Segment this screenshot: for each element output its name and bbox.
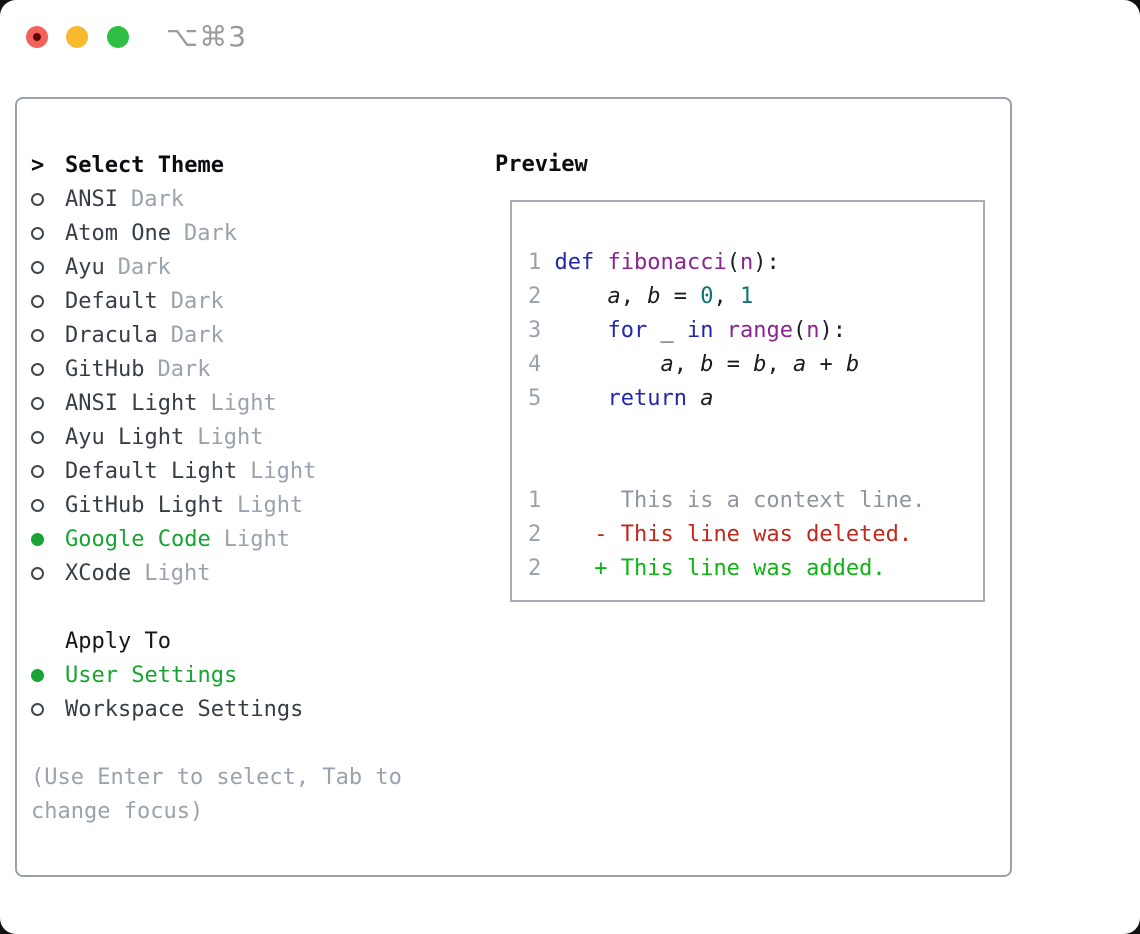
variant-label: Light [223, 526, 290, 552]
apply-to-header-row: Apply To [31, 624, 481, 658]
radio-icon [31, 260, 44, 274]
option-label: Dracula [65, 322, 158, 348]
code-line: 5 return a [528, 386, 714, 411]
hint-line: change focus) [31, 798, 204, 824]
theme-item[interactable]: Dracula Dark [31, 318, 481, 352]
code-line: 1 def fibonacci(n): [528, 250, 780, 275]
option-label: XCode [65, 560, 132, 586]
code-line: 1 This is a context line. [528, 488, 926, 513]
preview-pane: 1 def fibonacci(n): 2 a, b = 0, 1 3 for _ … [510, 200, 985, 602]
radio-icon [31, 430, 44, 444]
variant-label: Dark [130, 186, 184, 212]
option-label: GitHub [65, 356, 145, 382]
radio-icon [31, 702, 44, 716]
radio-icon [31, 498, 44, 512]
close-dot-icon [33, 33, 41, 41]
theme-item[interactable]: Google Code Light [31, 522, 481, 556]
variant-label: Dark [170, 322, 224, 348]
radio-icon [31, 192, 44, 206]
theme-item[interactable]: Ayu Dark [31, 250, 481, 284]
code-line: 2 + This line was added. [528, 556, 886, 581]
code-line [528, 416, 983, 450]
close-button[interactable] [26, 26, 48, 48]
select-theme-header-row: > Select Theme [31, 148, 481, 182]
variant-label: Dark [170, 288, 224, 314]
selection-caret-icon: > [31, 152, 45, 178]
option-label: Ayu [65, 254, 105, 280]
theme-item[interactable]: XCode Light [31, 556, 481, 590]
theme-item[interactable]: Ayu Light Light [31, 420, 481, 454]
code-line: 4 a, b = b, a + b [528, 352, 860, 377]
code-line: 2 a, b = 0, 1 [528, 284, 754, 309]
option-label: Default [65, 288, 158, 314]
radio-icon [31, 396, 44, 410]
variant-label: Dark [183, 220, 237, 246]
apply-to-header: Apply To [65, 628, 171, 654]
radio-icon [31, 464, 44, 478]
option-label: Google Code [65, 526, 211, 552]
radio-selected-icon [31, 668, 44, 682]
apply-to-option[interactable]: User Settings [31, 658, 481, 692]
theme-item[interactable]: ANSI Dark [31, 182, 481, 216]
apply-to-option[interactable]: Workspace Settings [31, 692, 481, 726]
select-theme-header: Select Theme [65, 152, 224, 178]
theme-item[interactable]: GitHub Light Light [31, 488, 481, 522]
option-label: Workspace Settings [65, 696, 304, 722]
code-line: 2 - This line was deleted. [528, 522, 913, 547]
variant-label: Dark [117, 254, 171, 280]
theme-item[interactable]: Atom One Dark [31, 216, 481, 250]
option-label: Atom One [65, 220, 171, 246]
theme-item[interactable]: ANSI Light Light [31, 386, 481, 420]
option-label: User Settings [65, 662, 238, 688]
zoom-button[interactable] [107, 26, 129, 48]
radio-icon [31, 328, 44, 342]
variant-label: Light [236, 492, 304, 518]
variant-label: Light [210, 390, 277, 416]
hint-line: (Use Enter to select, Tab to [31, 764, 402, 790]
window-shortcut: ⌥⌘3 [166, 20, 248, 53]
help-hint: (Use Enter to select, Tab to change focus… [31, 760, 481, 828]
variant-label: Light [197, 424, 264, 450]
minimize-button[interactable] [66, 26, 88, 48]
spacer [31, 590, 481, 624]
option-label: GitHub Light [65, 492, 224, 518]
radio-icon [31, 226, 44, 240]
radio-icon [31, 294, 44, 308]
variant-label: Light [144, 560, 211, 586]
code-preview: 1 def fibonacci(n): 2 a, b = 0, 1 3 for _ … [512, 202, 983, 586]
option-label: Ayu Light [65, 424, 185, 450]
theme-item[interactable]: Default Light Light [31, 454, 481, 488]
code-line [528, 450, 983, 484]
option-label: Default Light [65, 458, 238, 484]
radio-icon [31, 566, 44, 580]
option-label: ANSI [65, 186, 118, 212]
theme-item[interactable]: GitHub Dark [31, 352, 481, 386]
spacer [31, 726, 481, 760]
variant-label: Dark [157, 356, 211, 382]
option-label: ANSI Light [65, 390, 198, 416]
radio-icon [31, 362, 44, 376]
variant-label: Light [250, 458, 317, 484]
code-line: 3 for _ in range(n): [528, 318, 846, 343]
preview-header: Preview [495, 152, 588, 177]
theme-item[interactable]: Default Dark [31, 284, 481, 318]
radio-selected-icon [31, 532, 44, 546]
